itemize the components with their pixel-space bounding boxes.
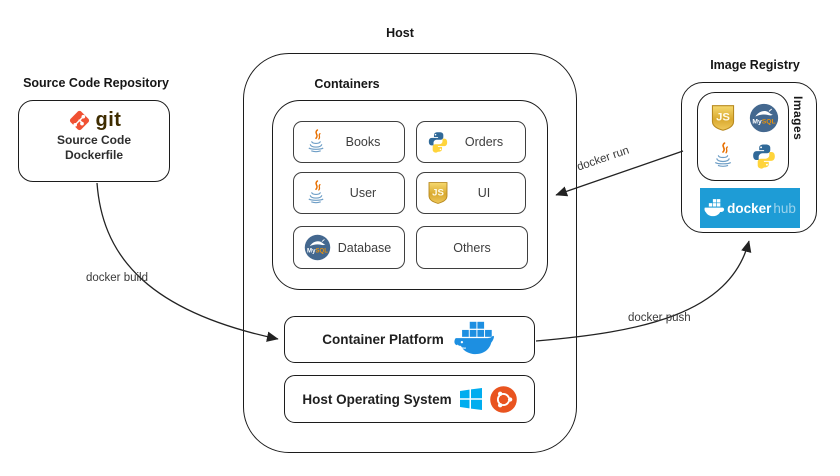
python-icon bbox=[751, 143, 777, 169]
js-icon: JS bbox=[427, 181, 449, 205]
git-icon bbox=[67, 108, 92, 133]
container-ui-label: UI bbox=[477, 186, 491, 200]
dockerhub-hub-label: hub bbox=[773, 200, 796, 216]
container-orders: Orders bbox=[416, 121, 526, 163]
java-icon bbox=[304, 180, 328, 206]
container-platform-label: Container Platform bbox=[322, 332, 444, 347]
container-user-label: User bbox=[349, 186, 377, 200]
dockerhub-docker-label: docker bbox=[727, 200, 772, 216]
container-platform-box bbox=[284, 316, 535, 363]
java-icon bbox=[304, 129, 328, 155]
containers-title: Containers bbox=[314, 77, 380, 91]
svg-text:MySQL: MySQL bbox=[307, 248, 328, 254]
svg-text:MySQL: MySQL bbox=[752, 119, 775, 126]
ubuntu-icon bbox=[489, 385, 517, 413]
host-os-label: Host Operating System bbox=[302, 391, 452, 407]
svg-text:JS: JS bbox=[716, 112, 730, 124]
mysql-icon: MySQL bbox=[749, 103, 779, 133]
image-registry-title: Image Registry bbox=[710, 58, 800, 72]
source-repo-box: git Source Code Dockerfile bbox=[18, 100, 170, 182]
container-books: Books bbox=[293, 121, 405, 163]
docker-push-label: docker push bbox=[628, 312, 691, 324]
docker-whale-icon bbox=[453, 321, 497, 358]
container-user: User bbox=[293, 172, 405, 214]
host-title: Host bbox=[386, 26, 414, 40]
container-ui: JS UI bbox=[416, 172, 526, 214]
registry-images-box: JS MySQL bbox=[697, 92, 789, 181]
container-books-label: Books bbox=[345, 135, 381, 149]
source-code-label: Source Code bbox=[56, 133, 131, 147]
docker-build-label: docker build bbox=[86, 272, 149, 284]
source-repo-title: Source Code Repository bbox=[23, 76, 169, 90]
dockerfile-label: Dockerfile bbox=[64, 148, 124, 162]
js-icon: JS bbox=[710, 104, 736, 132]
container-others-label: Others bbox=[453, 240, 491, 255]
java-icon bbox=[710, 142, 736, 170]
svg-text:JS: JS bbox=[432, 187, 444, 198]
git-wordmark: git bbox=[95, 109, 122, 131]
windows-icon bbox=[459, 387, 483, 411]
container-orders-label: Orders bbox=[464, 135, 504, 149]
container-others: Others bbox=[416, 226, 528, 269]
dockerhub-whale-icon bbox=[704, 199, 725, 217]
container-database-label: Database bbox=[337, 240, 392, 255]
images-label: Images bbox=[791, 96, 805, 141]
python-icon bbox=[427, 131, 449, 153]
container-database: MySQL Database bbox=[293, 226, 405, 269]
docker-run-label: docker run bbox=[575, 144, 631, 174]
mysql-icon: MySQL bbox=[304, 234, 331, 261]
